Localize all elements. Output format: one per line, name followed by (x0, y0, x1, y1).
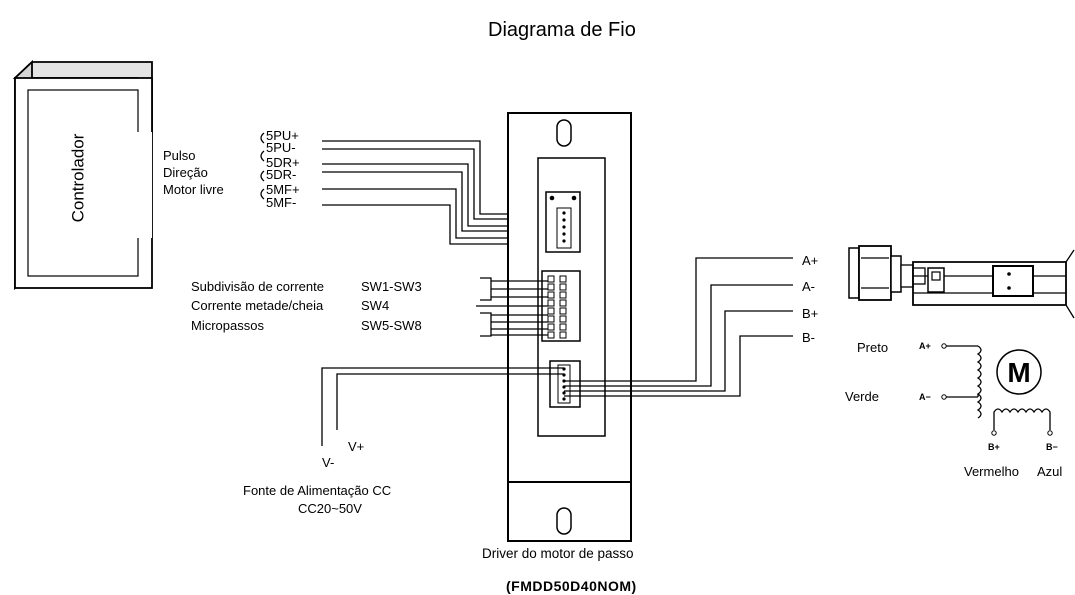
coil-b-minus-label: B− (1046, 442, 1058, 452)
motor-coil-schematic: A+ A− M B+ B− (919, 341, 1058, 452)
switch-label-subdivisao: Subdivisão de corrente (191, 279, 324, 294)
controller-box: Controlador (12, 59, 153, 291)
output-a-minus: A- (802, 279, 815, 294)
power-supply-label: Fonte de Alimentação CC (243, 483, 391, 498)
driver-label: Driver do motor de passo (482, 546, 634, 561)
power-voltage-range: CC20~50V (298, 501, 362, 516)
output-b-plus: B+ (802, 306, 818, 321)
wire-color-verde: Verde (845, 389, 879, 404)
motor-wires (564, 257, 793, 397)
power-v-minus: V- (322, 455, 334, 470)
signal-connector (545, 191, 581, 253)
wire-color-vermelho: Vermelho (964, 464, 1019, 479)
switch-brackets (476, 277, 548, 337)
pin-5dr-minus: 5DR- (266, 167, 296, 182)
motor-symbol (996, 349, 1042, 395)
switch-range-sw4: SW4 (361, 298, 389, 313)
mounting-slot-top (556, 119, 572, 147)
output-b-minus: B- (802, 330, 815, 345)
signal-pin-labels: 5PU+ 5PU- 5DR+ 5DR- 5MF+ 5MF- (260, 128, 300, 210)
pin-5pu-minus: 5PU- (266, 140, 296, 155)
pin-5dr-plus: 5DR+ (266, 155, 300, 170)
switch-range-sw1-sw3: SW1-SW3 (361, 279, 422, 294)
signal-label-pulso: Pulso (163, 148, 196, 163)
signal-label-motor-livre: Motor livre (163, 182, 224, 197)
pin-5mf-minus: 5MF- (266, 195, 296, 210)
power-wires (321, 367, 564, 446)
switch-label-corrente: Corrente metade/cheia (191, 298, 324, 313)
pin-5mf-plus: 5MF+ (266, 182, 300, 197)
diagram-title: Diagrama de Fio (488, 19, 636, 41)
driver-model: (FMDD50D40NOM) (506, 578, 637, 594)
switch-range-sw5-sw8: SW5-SW8 (361, 318, 422, 333)
coil-a-plus-label: A+ (919, 341, 931, 351)
dip-switch-block (541, 270, 581, 342)
coil-a-minus-label: A− (919, 392, 931, 402)
motor-symbol-letter: M (1007, 357, 1030, 388)
stepper-driver (507, 112, 632, 542)
wire-color-azul: Azul (1037, 464, 1062, 479)
output-a-plus: A+ (802, 253, 818, 268)
switch-label-micropassos: Micropassos (191, 318, 264, 333)
pin-5pu-plus: 5PU+ (266, 128, 299, 143)
signal-label-direcao: Direção (163, 165, 208, 180)
controller-label: Controlador (68, 133, 87, 222)
mounting-slot-bottom (556, 507, 572, 535)
power-v-plus: V+ (348, 439, 364, 454)
wire-color-preto: Preto (857, 340, 888, 355)
linear-actuator (848, 245, 1075, 319)
coil-b-plus-label: B+ (988, 442, 1000, 452)
